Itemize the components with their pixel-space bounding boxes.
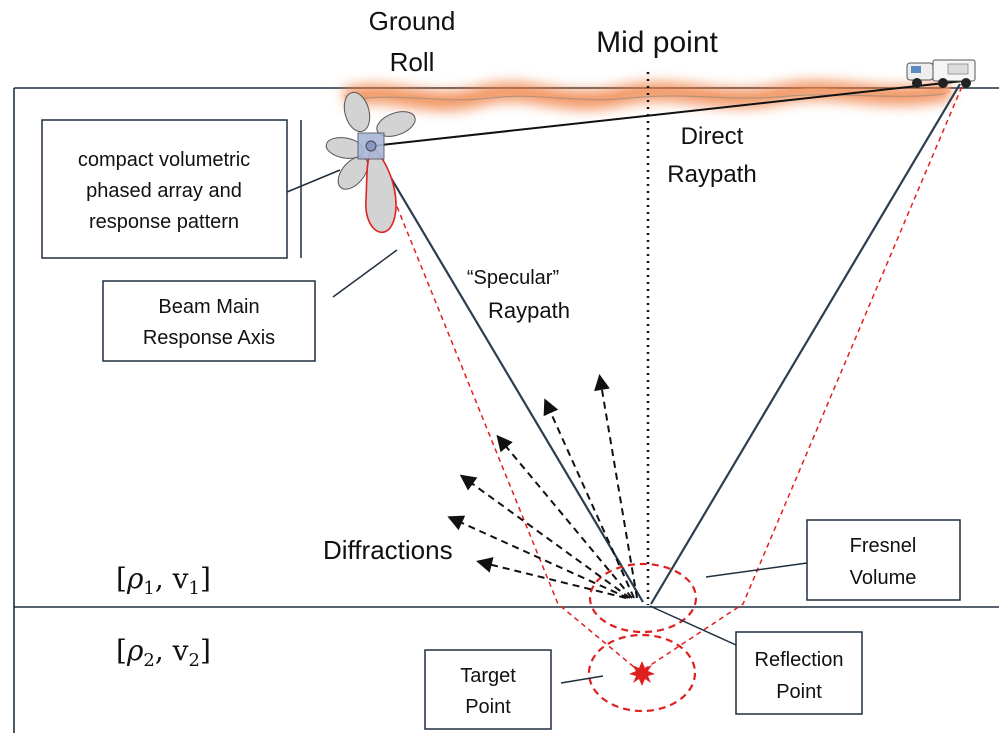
direct-raypath-label-line1: Direct (681, 123, 744, 150)
array-box-text-line2: phased array and (86, 180, 242, 202)
svg-text:[ρ2, v2]: [ρ2, v2] (116, 634, 211, 671)
specular-label-line1: “Specular” (467, 267, 559, 289)
ground-roll-label-line2: Roll (390, 47, 435, 77)
fresnel-box-text-line1: Fresnel (850, 535, 917, 557)
ground-roll-band (342, 80, 953, 112)
reflection-annotation-box (735, 631, 863, 715)
diffraction-arrow-4 (459, 474, 631, 599)
vibroseis-truck-icon (906, 59, 976, 88)
diffraction-arrow-1 (594, 374, 638, 599)
beam-callout-line (332, 249, 398, 298)
fresnel-box-text-line2: Volume (850, 567, 917, 589)
fresnel-volume-ellipse (588, 562, 698, 634)
direct-raypath-line (371, 80, 964, 147)
array-annotation-box (41, 119, 288, 259)
ground-roll-label-line1: Ground (369, 6, 456, 36)
specular-raypath-down (371, 145, 644, 603)
reflection-box-text-line2: Point (776, 681, 822, 703)
phased-array-response-pattern (325, 91, 416, 234)
beam-annotation-box (102, 280, 316, 362)
array-box-text-line1: compact volumetric (78, 149, 250, 171)
main-response-lobe (365, 144, 397, 234)
target-box-text-line2: Point (465, 696, 511, 718)
beam-box-text-line2: Response Axis (143, 327, 275, 349)
target-box-text-line1: Target (460, 665, 516, 687)
specular-raypath-up (650, 83, 961, 605)
svg-text:[ρ1, v1]: [ρ1, v1] (116, 562, 211, 599)
target-annotation-box (424, 649, 552, 730)
reflection-box-text-line1: Reflection (755, 649, 844, 671)
diffraction-arrows (447, 374, 638, 599)
specular-label-line2: Raypath (488, 298, 570, 323)
mid-point-label: Mid point (596, 26, 718, 59)
diffraction-arrow-6 (476, 557, 627, 599)
layer1-label: [ρ1, v1] (116, 562, 211, 599)
target-callout-line (560, 675, 604, 684)
diffraction-arrow-3 (496, 434, 633, 599)
array-box-text-line3: response pattern (89, 211, 239, 233)
direct-raypath-label-line2: Raypath (667, 161, 756, 188)
fresnel-annotation-box (806, 519, 961, 601)
array-callout-line (286, 169, 341, 193)
diffraction-arrow-5 (447, 515, 629, 599)
fresnel-callout-line (705, 562, 808, 578)
layer2-label: [ρ2, v2] (116, 634, 211, 671)
target-volume-ellipse (587, 633, 697, 713)
reflection-callout-line (649, 605, 737, 646)
beam-box-text-line1: Beam Main (158, 296, 259, 318)
diffractions-label: Diffractions (323, 535, 453, 565)
target-star-icon (629, 661, 655, 686)
